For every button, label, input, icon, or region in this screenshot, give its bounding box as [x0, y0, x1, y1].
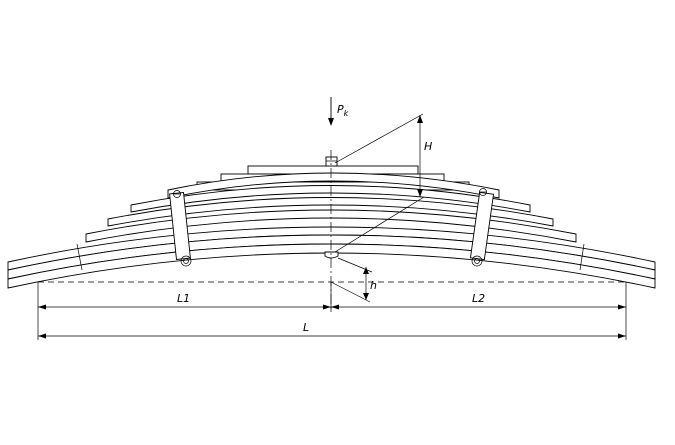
l2-arrow-right — [618, 304, 626, 310]
l2-arrow-left — [331, 304, 339, 310]
camber-arrow-top — [417, 115, 423, 123]
camber-arrow-bottom — [417, 189, 423, 197]
l1-arrow-right — [323, 304, 331, 310]
bend-left — [76, 243, 83, 271]
leaf-10 — [7, 243, 656, 289]
camber-dimension — [334, 113, 425, 253]
right-clamp-bottom-bolt — [471, 255, 483, 267]
l-label: L — [303, 321, 309, 334]
camber-label: H — [424, 140, 432, 153]
l1-arrow-left — [38, 304, 46, 310]
l-arrow-right — [618, 333, 626, 339]
leaf-5 — [130, 185, 531, 213]
l-arrow-left — [38, 333, 46, 339]
left-clamp-bottom-bolt — [180, 255, 192, 267]
offset-arrow-bottom — [363, 293, 369, 300]
leaf-7 — [85, 209, 577, 243]
left-clamp-bottom-bolt-inner — [183, 258, 189, 264]
left-clamp-band — [169, 191, 191, 261]
spring-leaves — [7, 172, 656, 289]
camber-bottom-leader — [334, 196, 425, 253]
load-arrow — [328, 97, 334, 126]
left-clamp — [169, 190, 192, 267]
l2-label: L2 — [472, 292, 485, 305]
camber-top-leader — [334, 113, 424, 164]
center-bolt-nut — [325, 156, 338, 167]
center-bolt-head — [324, 251, 339, 259]
leaf-bend-marks — [76, 243, 585, 271]
leaf-4 — [167, 172, 500, 199]
bend-right — [579, 243, 585, 271]
offset-bottom-leader — [330, 281, 371, 303]
l1-label: L1 — [177, 292, 190, 305]
leaf-6 — [107, 197, 554, 227]
offset-arrow-top — [363, 267, 369, 274]
load-arrow-head — [328, 118, 334, 126]
right-clamp — [469, 188, 495, 267]
overall-dimension — [38, 333, 626, 339]
force-label: Pk — [337, 103, 349, 118]
right-clamp-bottom-bolt-inner — [474, 258, 480, 264]
offset-dimension — [330, 257, 373, 303]
span-dimension — [38, 304, 626, 310]
offset-label: h — [370, 279, 377, 292]
